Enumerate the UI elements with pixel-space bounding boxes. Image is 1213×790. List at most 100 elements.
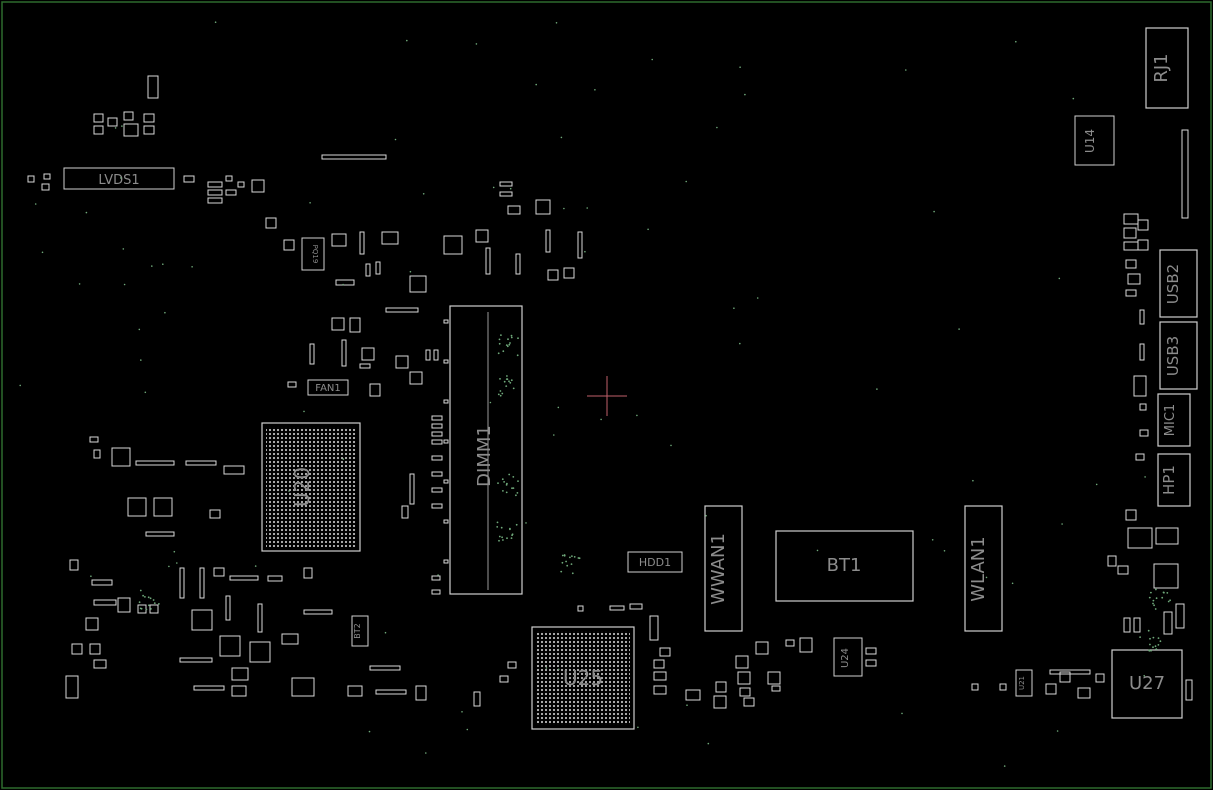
via — [498, 535, 501, 538]
via — [1056, 730, 1059, 732]
via — [505, 491, 508, 494]
via — [501, 536, 503, 539]
pq19-mosfet[interactable]: PQ19 — [301, 237, 325, 271]
via — [670, 444, 672, 447]
via — [584, 250, 586, 253]
via — [142, 594, 145, 597]
via — [147, 596, 150, 599]
via — [716, 126, 718, 129]
wwan1-slot[interactable]: WWAN1 — [704, 505, 743, 632]
bt2-label: BT2 — [353, 623, 362, 638]
dimm1-slot[interactable]: DIMM1 — [449, 305, 523, 595]
via — [511, 487, 513, 490]
via — [1155, 648, 1158, 650]
via — [1154, 608, 1157, 610]
fan1-connector[interactable]: FAN1 — [307, 379, 349, 396]
mic1-jack[interactable]: MIC1 — [1157, 393, 1191, 447]
via — [510, 379, 513, 382]
via — [422, 193, 425, 195]
via — [502, 539, 504, 541]
via — [144, 596, 146, 598]
via — [1152, 599, 1155, 602]
via — [1143, 674, 1145, 677]
via — [176, 562, 178, 564]
via — [506, 482, 508, 485]
via — [303, 410, 305, 413]
via — [1144, 476, 1146, 478]
bt1-battery[interactable]: BT1 — [775, 530, 914, 602]
via — [557, 668, 560, 671]
via — [148, 604, 150, 607]
via — [164, 311, 166, 314]
via — [503, 380, 506, 383]
via — [1150, 649, 1152, 652]
via — [561, 554, 564, 557]
dimm-pad — [443, 479, 449, 484]
via — [958, 328, 960, 330]
via — [502, 350, 505, 353]
u21-chip[interactable]: U21 — [1015, 669, 1033, 697]
u14-chip[interactable]: U14 — [1074, 115, 1115, 166]
u20-bga-chip[interactable]: U20 — [261, 422, 361, 552]
via — [150, 608, 152, 610]
via — [1150, 591, 1152, 594]
dimm-pad — [443, 439, 449, 444]
via — [972, 479, 974, 482]
hdd1-connector[interactable]: HDD1 — [627, 551, 683, 573]
via — [686, 704, 688, 706]
via — [1147, 629, 1150, 632]
via — [985, 576, 988, 579]
via — [466, 728, 469, 731]
via — [461, 711, 463, 713]
via — [342, 283, 344, 286]
via — [1152, 602, 1154, 605]
via — [34, 203, 37, 205]
usb2-label: USB2 — [1164, 264, 1182, 304]
via — [594, 89, 596, 91]
via — [507, 338, 509, 341]
via — [492, 186, 495, 189]
u25-bga-chip[interactable]: U25 — [531, 626, 635, 730]
pq19-label: PQ19 — [311, 245, 319, 264]
rj1-jack[interactable]: RJ1 — [1145, 27, 1189, 109]
via — [525, 522, 527, 524]
dimm-pad — [443, 399, 449, 404]
via — [756, 297, 759, 299]
u24-chip[interactable]: U24 — [833, 637, 863, 677]
bt2-component[interactable]: BT2 — [351, 615, 369, 647]
via — [497, 352, 500, 355]
via — [502, 490, 504, 492]
bt1-label: BT1 — [827, 555, 862, 576]
hdd1-label: HDD1 — [639, 556, 671, 569]
via — [586, 207, 588, 209]
fan1-label: FAN1 — [315, 383, 341, 394]
via — [506, 537, 508, 540]
usb3-port[interactable]: USB3 — [1159, 321, 1198, 390]
via — [501, 478, 504, 481]
via — [123, 283, 126, 286]
via — [560, 570, 563, 573]
via — [517, 480, 519, 482]
via — [1139, 636, 1141, 638]
via — [1169, 599, 1171, 602]
via — [498, 342, 501, 345]
via — [368, 730, 371, 733]
via — [1149, 637, 1151, 640]
via — [121, 125, 123, 127]
via — [309, 202, 311, 204]
via — [563, 207, 565, 210]
hp1-jack[interactable]: HP1 — [1157, 453, 1191, 507]
via — [739, 66, 741, 68]
via — [560, 136, 563, 139]
lvds1-connector[interactable]: LVDS1 — [63, 167, 175, 190]
via — [168, 565, 170, 568]
via — [636, 414, 638, 417]
wlan1-slot[interactable]: WLAN1 — [964, 505, 1003, 632]
u27-chip[interactable]: U27 — [1111, 649, 1183, 719]
via — [505, 344, 508, 346]
via — [1166, 592, 1169, 594]
usb2-port[interactable]: USB2 — [1159, 249, 1198, 318]
via — [342, 458, 345, 460]
via — [508, 473, 511, 476]
